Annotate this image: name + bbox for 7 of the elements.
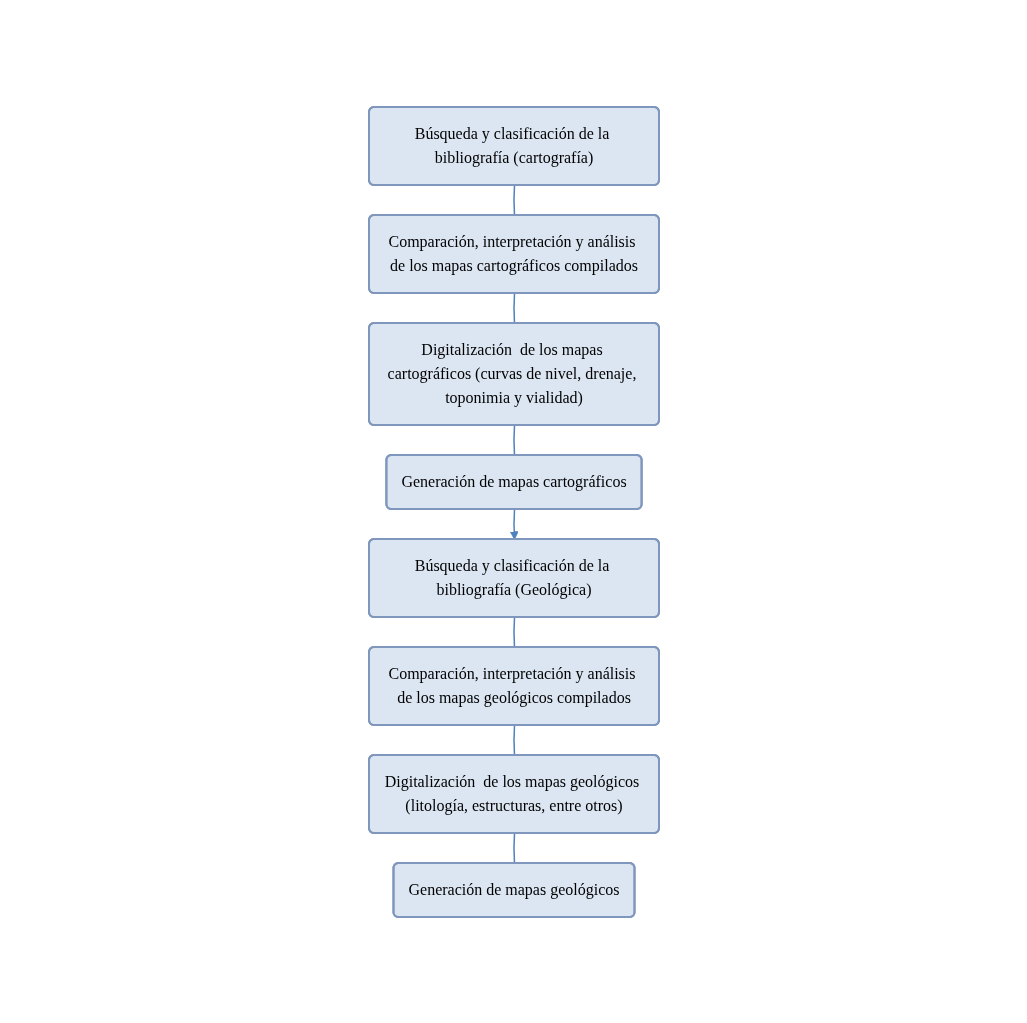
connector: [512, 184, 515, 216]
connector: [512, 424, 515, 456]
connector: [512, 292, 515, 324]
arrow: [509, 508, 519, 540]
connector: [512, 616, 515, 648]
connector: [512, 724, 515, 756]
connector: [512, 832, 515, 864]
